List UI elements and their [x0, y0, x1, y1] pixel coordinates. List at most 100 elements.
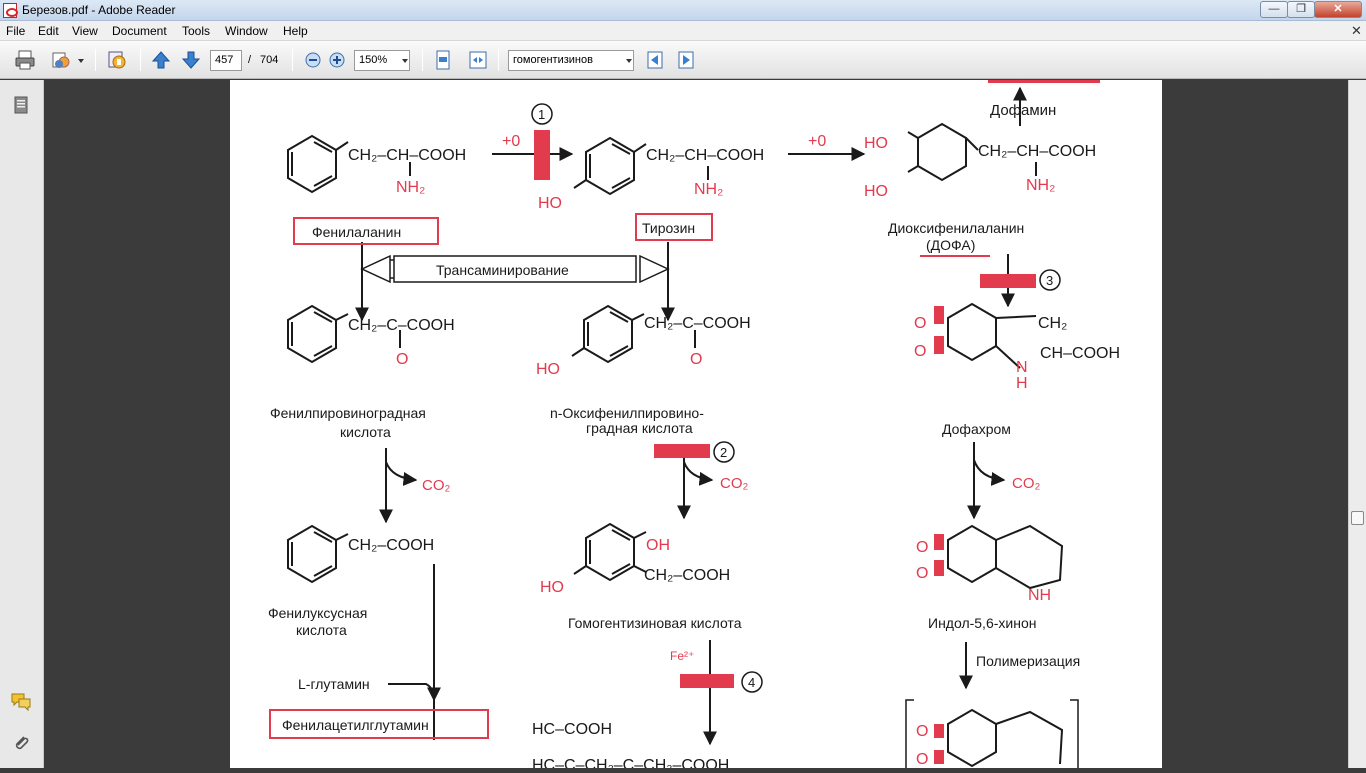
adobe-reader-icon: [3, 3, 18, 18]
phe-nh2: NH₂: [396, 179, 425, 196]
zoom-out-icon[interactable]: [302, 49, 324, 71]
bottom-struct-1: HC–COOH: [532, 721, 612, 738]
label-oksifen-2: градная кислота: [586, 420, 693, 436]
print-icon[interactable]: [14, 49, 36, 71]
scrollbar-thumb[interactable]: [1351, 511, 1364, 525]
label-tirozin: Тирозин: [642, 220, 695, 236]
poly-o1: O: [916, 723, 928, 740]
fua-chain: CH₂–COOH: [348, 537, 434, 554]
ind-nh: NH: [1028, 587, 1051, 604]
tyrosine-box: [635, 213, 713, 241]
enzyme-blocks: [534, 80, 1100, 764]
ppk-o: O: [396, 351, 408, 368]
menu-window[interactable]: Window: [225, 24, 268, 38]
label-fenilacet: Фенилацетилглутамин: [282, 717, 429, 733]
enzyme-number-4: [741, 671, 763, 693]
tyr-chain: CH₂–CH–COOH: [646, 147, 764, 164]
find-next-icon[interactable]: [675, 49, 697, 71]
oppk-chain: CH₂–C–COOH: [644, 315, 751, 332]
menu-file[interactable]: File: [6, 24, 26, 38]
label-polim: Полимеризация: [976, 653, 1080, 669]
label-plus-o-2: +0: [808, 133, 826, 150]
enzyme-number-3: [1039, 269, 1061, 291]
hga-ring: [585, 522, 635, 582]
title-bar: Березов.pdf - Adobe Reader — ❐ ✕: [0, 0, 1366, 21]
oppk-ring: [583, 304, 633, 364]
label-fenilukus-2: кислота: [296, 622, 347, 638]
label-co2-2: CO₂: [720, 475, 749, 492]
collaborate-dropdown-icon[interactable]: [78, 59, 84, 63]
find-input[interactable]: гомогентизинов: [508, 50, 634, 71]
ppk-chain: CH₂–C–COOH: [348, 317, 455, 334]
toolbar-separator: [140, 49, 141, 71]
hga-ho: HO: [540, 579, 564, 596]
vertical-scrollbar[interactable]: [1348, 80, 1366, 768]
pages-panel-icon[interactable]: [10, 94, 32, 116]
dopa-ho1: HO: [864, 135, 888, 152]
enzyme-number-1: [531, 103, 553, 125]
menu-tools[interactable]: Tools: [182, 24, 211, 38]
menu-bar: File Edit View Document Tools Window Hel…: [0, 21, 1366, 41]
label-dofahrom: Дофахром: [942, 421, 1011, 437]
fit-page-icon[interactable]: [432, 49, 454, 71]
label-fenilukus-1: Фенилуксусная: [268, 605, 367, 621]
oppk-o: O: [690, 351, 702, 368]
label-oksifen-1: n-Оксифенилпировино-: [550, 405, 704, 421]
page-total: 704: [260, 54, 279, 66]
dopa-chain: CH₂–CH–COOH: [978, 143, 1096, 160]
zoom-dropdown-icon[interactable]: [402, 59, 408, 63]
label-num-1: 1: [538, 107, 545, 122]
maximize-button[interactable]: ❐: [1287, 1, 1315, 18]
label-co2-3: CO₂: [1012, 475, 1041, 492]
phenylalanine-box: [293, 217, 439, 245]
ppk-ring: [287, 304, 337, 364]
indolequinone-ring: [947, 524, 997, 584]
toolbar-separator: [498, 49, 499, 71]
document-close-icon[interactable]: ✕: [1351, 23, 1362, 38]
pdf-page: 1 2 3 4 Дофамин +0 +0 CH₂–CH–COOH NH₂ CH…: [230, 80, 1162, 773]
close-button[interactable]: ✕: [1314, 1, 1362, 18]
label-dioksi-2: (ДОФА): [926, 237, 975, 253]
dch-o2: O: [914, 343, 926, 360]
label-transamin: Трансаминирование: [436, 262, 569, 278]
label-dofamin: Дофамин: [990, 102, 1056, 119]
collaborate-icon[interactable]: [50, 49, 72, 71]
menu-document[interactable]: Document: [112, 24, 167, 38]
menu-view[interactable]: View: [72, 24, 98, 38]
fit-width-icon[interactable]: [467, 49, 489, 71]
fua-ring: [287, 524, 337, 584]
find-prev-icon[interactable]: [644, 49, 666, 71]
phenylacetylglutamine-box: [269, 709, 489, 739]
enzyme-number-2: [713, 441, 735, 463]
comments-icon[interactable]: [10, 690, 32, 712]
dch-nh: H: [1016, 375, 1028, 392]
toolbar-separator: [292, 49, 293, 71]
toolbar: 457 / 704 150% гомогентизинов: [0, 41, 1366, 79]
find-dropdown-icon[interactable]: [626, 59, 632, 63]
menu-edit[interactable]: Edit: [38, 24, 59, 38]
label-num-2: 2: [720, 445, 727, 460]
minimize-button[interactable]: —: [1260, 1, 1288, 18]
prev-page-icon[interactable]: [150, 49, 172, 71]
next-page-icon[interactable]: [180, 49, 202, 71]
page-number-input[interactable]: 457: [210, 50, 242, 71]
dopa-ring: [917, 122, 967, 182]
tyrosine-ring: [585, 136, 635, 196]
menu-help[interactable]: Help: [283, 24, 308, 38]
attachments-icon[interactable]: [10, 732, 32, 754]
phenylalanine-ring: [287, 134, 337, 194]
label-indol: Индол-5,6-хинон: [928, 615, 1036, 631]
phe-chain: CH₂–CH–COOH: [348, 147, 466, 164]
dopa-nh2: NH₂: [1026, 177, 1055, 194]
secure-icon[interactable]: [106, 49, 128, 71]
label-gomogent: Гомогентизиновая кислота: [568, 615, 742, 631]
dch-n: N: [1016, 359, 1028, 376]
tyr-nh2: NH₂: [694, 181, 723, 198]
tyr-ho: HO: [538, 195, 562, 212]
zoom-in-icon[interactable]: [326, 49, 348, 71]
zoom-select[interactable]: 150%: [354, 50, 410, 71]
hga-chain: CH₂–COOH: [644, 567, 730, 584]
hga-oh: OH: [646, 537, 670, 554]
ind-o2: O: [916, 565, 928, 582]
label-fenilalanin: Фенилаланин: [312, 224, 401, 240]
